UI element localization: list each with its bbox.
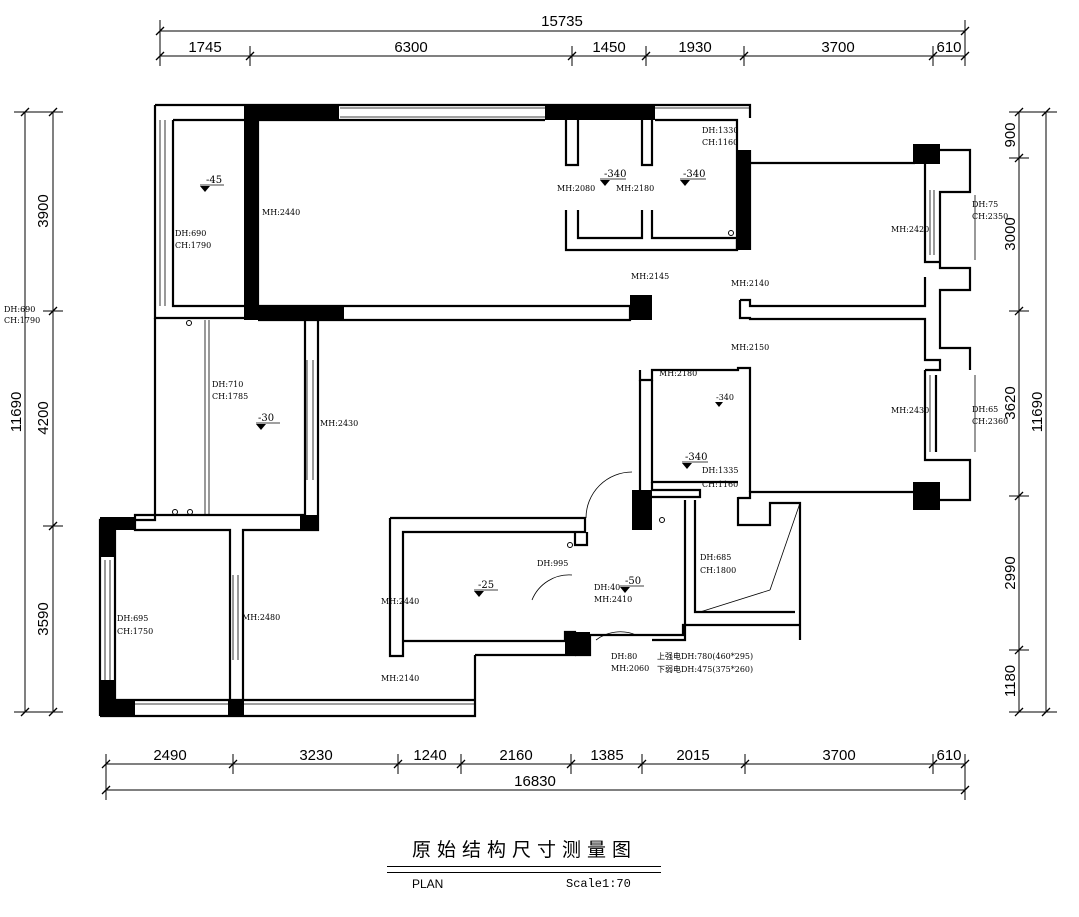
- title-underline: [387, 866, 661, 867]
- dim-left-3: 3590: [35, 602, 52, 635]
- note-n4: CH:1790: [4, 316, 40, 325]
- note-n18: MH:2430: [320, 419, 358, 428]
- dim-top-total: 15735: [541, 13, 583, 30]
- note-n24: CH:1160: [702, 480, 738, 489]
- dim-bottom-1: 2490: [153, 747, 186, 764]
- note-n9: MH:2180: [616, 184, 654, 193]
- note-n37: 上强电DH:780(460*295): [657, 651, 753, 661]
- note-n1: DH:690: [175, 229, 206, 238]
- level-closet-2: -340: [683, 169, 705, 180]
- title-underline-thin: [387, 872, 661, 873]
- level-closet-1: -340: [604, 169, 626, 180]
- note-n11: CH:2350: [972, 212, 1008, 221]
- note-n34: MH:2140: [381, 674, 419, 683]
- note-n17: CH:1785: [212, 392, 248, 401]
- note-n12: MH:2420: [891, 225, 929, 234]
- level-living: -30: [258, 413, 274, 424]
- note-n30: DH:695: [117, 614, 148, 623]
- note-n27: MH:2410: [594, 595, 632, 604]
- dim-left-1: 3900: [35, 194, 52, 227]
- note-n10: DH:75: [972, 200, 998, 209]
- dim-top-2: 6300: [394, 39, 427, 56]
- dim-top-4: 1930: [678, 39, 711, 56]
- level-bedroom-mid: -25: [478, 580, 494, 591]
- structural-columns: [100, 105, 940, 716]
- note-n5: MH:2440: [262, 208, 300, 217]
- dim-right-1: 900: [1002, 122, 1019, 147]
- note-n16: DH:710: [212, 380, 243, 389]
- dim-bottom-4: 2160: [499, 747, 532, 764]
- plan-label: PLAN: [412, 877, 444, 891]
- dim-bottom-2: 3230: [299, 747, 332, 764]
- note-n26: DH:40: [594, 583, 620, 592]
- level-balcony: -45: [206, 175, 222, 186]
- dim-top-1: 1745: [188, 39, 221, 56]
- level-kitchen: -50: [625, 576, 641, 587]
- note-n21: DH:65: [972, 405, 998, 414]
- note-n14: MH:2140: [731, 279, 769, 288]
- dim-right-total: 11690: [1029, 392, 1046, 433]
- note-n7: CH:1160: [702, 138, 738, 147]
- dim-left-total: 11690: [8, 392, 25, 433]
- note-n32: MH:2480: [242, 613, 280, 622]
- note-n20: MH:2430: [891, 406, 929, 415]
- dim-top-3: 1450: [592, 39, 625, 56]
- note-n23: DH:1335: [702, 466, 738, 475]
- dim-top-5: 3700: [821, 39, 854, 56]
- note-n33: MH:2440: [381, 597, 419, 606]
- dim-right-5: 1180: [1002, 665, 1019, 697]
- dim-bottom-3: 1240: [413, 747, 446, 764]
- dim-bottom-5: 1385: [590, 747, 623, 764]
- dim-bottom-total: 16830: [514, 773, 556, 790]
- dim-bottom-6: 2015: [676, 747, 709, 764]
- windows: [104, 107, 976, 705]
- note-n6: DH:1330: [702, 126, 738, 135]
- note-n25: DH:995: [537, 559, 568, 568]
- dim-bottom-8: 610: [936, 747, 961, 764]
- walls: [98, 103, 972, 718]
- note-n38: 下弱电DH:475(375*260): [657, 664, 753, 674]
- note-n22: CH:2360: [972, 417, 1008, 426]
- note-n13: MH:2145: [631, 272, 669, 281]
- dim-top-6: 610: [936, 39, 961, 56]
- dim-bottom-7: 3700: [822, 747, 855, 764]
- note-n28: DH:685: [700, 553, 731, 562]
- note-n31: CH:1750: [117, 627, 153, 636]
- level-markers: [200, 180, 723, 597]
- level-bath: -340: [685, 452, 707, 463]
- drawing-title: 原始结构尺寸测量图: [412, 839, 638, 861]
- note-n8: MH:2080: [557, 184, 595, 193]
- note-n29: CH:1800: [700, 566, 736, 575]
- dim-right-3: 3620: [1002, 386, 1019, 419]
- outlet-markers: [172, 230, 734, 548]
- note-n35: DH:80: [611, 652, 637, 661]
- note-n19: MH:2180: [659, 369, 697, 378]
- note-n15: MH:2150: [731, 343, 769, 352]
- dim-right-4: 2990: [1002, 556, 1019, 589]
- note-n2: CH:1790: [175, 241, 211, 250]
- note-n3: DH:690: [4, 305, 35, 314]
- note-n36: MH:2060: [611, 664, 649, 673]
- dim-right-2: 3000: [1002, 217, 1019, 250]
- scale-label: Scale1:70: [566, 877, 631, 891]
- level-bath-small: -340: [716, 393, 734, 402]
- dim-left-2: 4200: [35, 401, 52, 434]
